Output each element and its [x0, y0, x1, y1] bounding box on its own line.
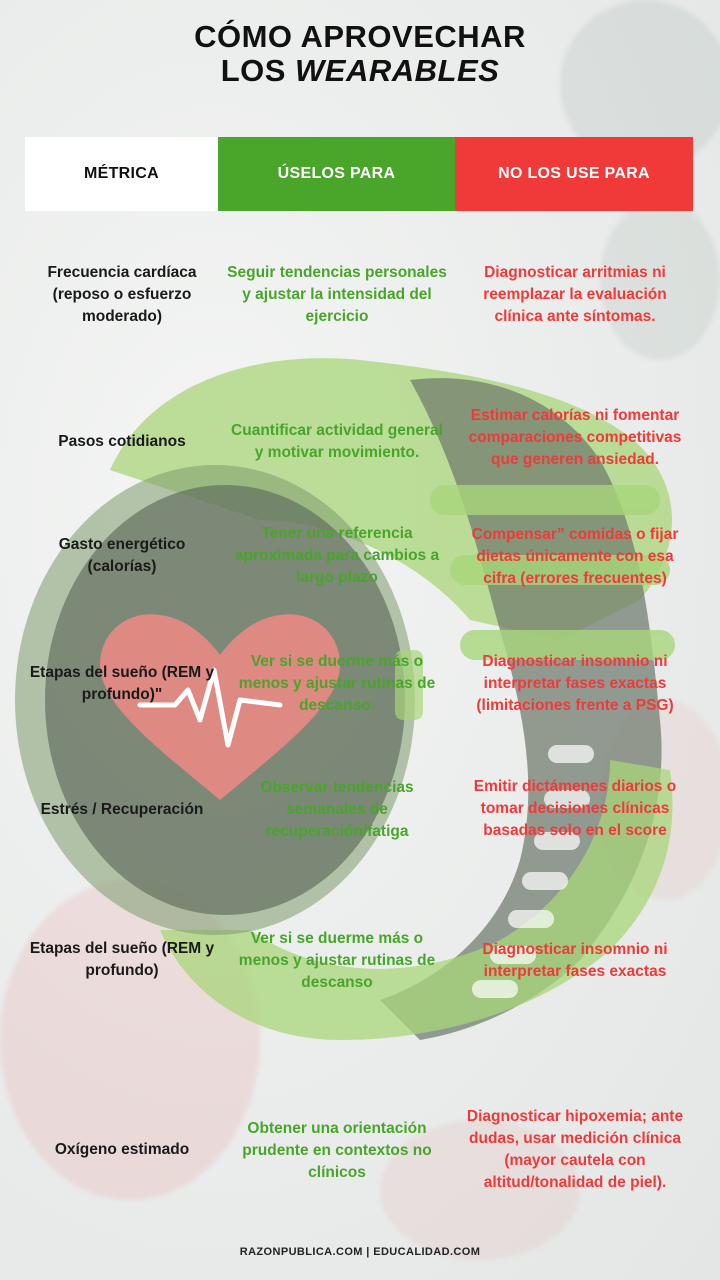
row-7-use: Obtener una orientación prudente en cont…: [242, 1120, 432, 1181]
row-7-metric: Oxígeno estimado: [54, 1141, 190, 1158]
header-metric: MÉTRICA: [25, 137, 218, 211]
heartbeat-line-icon: [137, 667, 283, 748]
header-do-not-use-for: NO LOS USE PARA: [455, 137, 693, 211]
row-4-metric: Etapas del sueño (REM y profundo)": [29, 664, 215, 703]
row-6-dont: Diagnosticar insomnio ni interpretar fas…: [482, 941, 668, 980]
row-1-use: Seguir tendencias personales y ajustar l…: [227, 264, 447, 325]
row-5-dont: Emitir dictámenes diarios o tomar decisi…: [473, 778, 677, 839]
watch-crown: [395, 650, 423, 720]
row-1-dont: Diagnosticar arritmias ni reemplazar la …: [483, 264, 667, 325]
row-6-use: Ver si se duerme más o menos y ajustar r…: [238, 930, 436, 991]
row-7-dont: Diagnosticar hipoxemia; ante dudas, usar…: [466, 1108, 684, 1191]
row-3-use: Tener una referencia aproximada para cam…: [234, 525, 440, 586]
title-line-2-prefix: LOS: [220, 53, 296, 88]
row-2-use: Cuantificar actividad general y motivar …: [231, 422, 443, 461]
row-2-dont: Estimar calorías ni fomentar comparacion…: [468, 407, 682, 468]
header-use-for: ÚSELOS PARA: [218, 137, 455, 211]
row-5-use: Observar tendencias semanales de recuper…: [260, 779, 414, 840]
row-2-metric: Pasos cotidianos: [58, 433, 186, 450]
watch-strap-lower: [160, 760, 673, 1040]
strap-holes: [472, 745, 594, 998]
page-title: CÓMO APROVECHAR LOS WEARABLES: [0, 20, 720, 88]
bg-splatter: [600, 200, 720, 360]
row-1-metric: Frecuencia cardíaca (reposo o esfuerzo m…: [47, 264, 197, 325]
footer-sources: RAZONPUBLICA.COM | EDUCALIDAD.COM: [239, 1246, 481, 1258]
bg-splatter: [380, 1120, 580, 1260]
row-3-dont: Compensar” comidas o fijar dietas únicam…: [471, 526, 679, 587]
row-5-metric: Estrés / Recuperación: [40, 801, 204, 818]
row-3-metric: Gasto energético (calorías): [58, 536, 186, 575]
title-line-2: LOS WEARABLES: [0, 54, 720, 88]
row-4-dont: Diagnosticar insomnio ni interpretar fas…: [476, 653, 674, 714]
title-line-1: CÓMO APROVECHAR: [194, 19, 526, 54]
row-6-metric: Etapas del sueño (REM y profundo): [29, 940, 215, 979]
title-line-2-emphasis: WEARABLES: [295, 53, 500, 88]
row-4-use: Ver si se duerme más o menos y ajustar r…: [238, 653, 436, 714]
strap-loops: [430, 485, 675, 660]
